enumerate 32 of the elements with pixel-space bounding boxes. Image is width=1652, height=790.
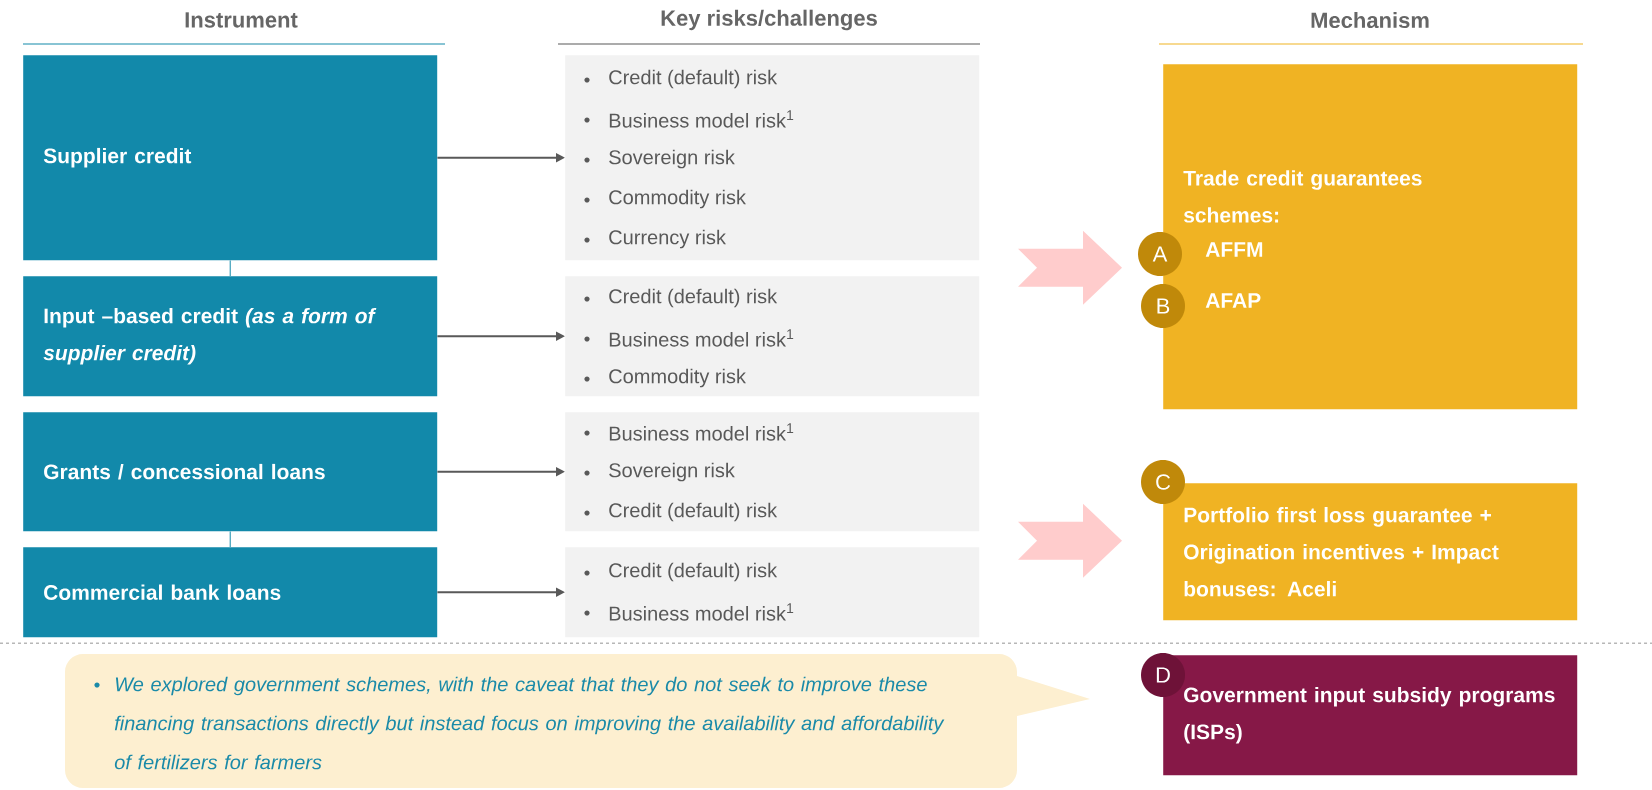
instrument-box: Grants / concessional loans — [23, 412, 438, 532]
bullet-item: Credit (default) risk — [584, 502, 778, 522]
callout-bubble: We explored government schemes, with the caveat that they do not seek to improve these financing transactions directly but instead focus on improving the availability and affordability of fertilizers for farmers — [65, 654, 1090, 788]
bullet-item: Currency risk — [584, 229, 726, 249]
bullet-item: Business model risk$^{1}$ — [584, 603, 794, 621]
mechanism-text: AFFM — [1205, 242, 1263, 257]
bullet-item: Sovereign risk — [584, 462, 735, 482]
bullet-item: Commodity risk — [584, 189, 746, 209]
mechanism-text: Trade credit guarantees schemes: — [1183, 170, 1422, 223]
bullet-item: Business model risk$^{1}$ — [584, 423, 794, 441]
column-header: Key risks/challenges — [661, 9, 877, 31]
bullet-item: Sovereign risk — [584, 149, 735, 169]
bullet-item: Commodity risk — [584, 368, 746, 388]
letter-badge: C — [1141, 460, 1185, 504]
instrument-box: Supplier credit — [23, 55, 438, 261]
letter-badge: D — [1141, 653, 1185, 697]
bullet-item: Credit (default) risk — [584, 562, 778, 582]
column-header: Instrument — [185, 12, 298, 28]
bullet-item: Business model risk$^{1}$ — [584, 110, 794, 128]
bullet-item: Credit (default) risk — [584, 69, 778, 89]
mechanism-text: AFAP — [1205, 293, 1261, 308]
connector-line — [229, 259, 231, 277]
letter-badge: A — [1138, 232, 1182, 276]
connector-line — [229, 530, 231, 548]
bullet-item: Credit (default) risk — [584, 288, 778, 308]
bullet-item: Business model risk$^{1}$ — [584, 329, 794, 347]
chevron-arrow — [1018, 230, 1122, 305]
column-header: Mechanism — [1311, 11, 1429, 29]
instrument-box: Commercial bank loans — [23, 547, 438, 638]
chevron-arrow — [1018, 503, 1122, 578]
letter-badge: B — [1141, 284, 1185, 328]
instrument-box: Input –based credit (as a form of supplier credit) — [23, 276, 438, 397]
